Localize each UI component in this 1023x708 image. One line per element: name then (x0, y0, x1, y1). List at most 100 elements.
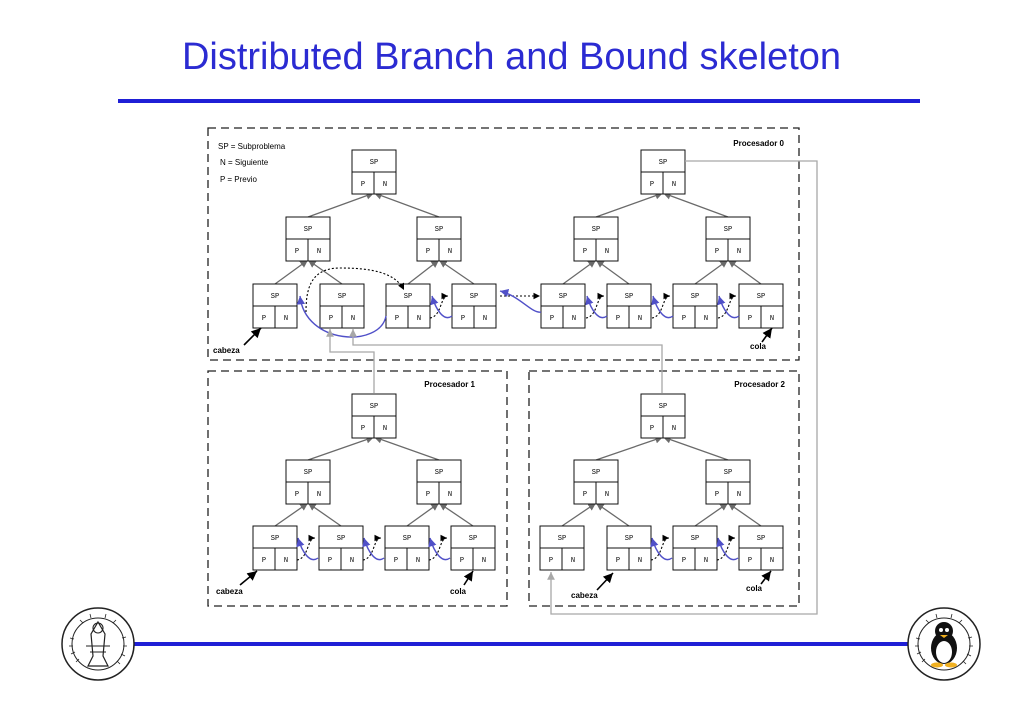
node-sp-label: SP (757, 293, 765, 301)
remote-link-p1 (326, 329, 375, 393)
node-sp-label: SP (559, 293, 567, 301)
linux-penguin-seal-icon (907, 607, 981, 681)
node-n-label: N (284, 557, 288, 565)
node-n-label: N (351, 315, 355, 323)
prev-links (296, 288, 740, 561)
next-link (429, 292, 449, 319)
node-sp-label: SP (724, 226, 732, 234)
procesador-1-label: Procesador 1 (424, 380, 475, 389)
node-sp-label: SP (659, 403, 667, 411)
cola-label: cola (750, 342, 767, 351)
subproblem-node: SP P N (738, 283, 784, 329)
node-sp-label: SP (625, 293, 633, 301)
node-sp-label: SP (370, 159, 378, 167)
next-link (716, 534, 736, 561)
tree-edge (595, 191, 664, 218)
subproblem-node: SP P N (252, 525, 298, 571)
node-sp-label: SP (370, 403, 378, 411)
node-n-label: N (672, 181, 676, 189)
node-sp-label: SP (435, 469, 443, 477)
procesador-0-region (207, 127, 800, 361)
node-sp-label: SP (435, 226, 443, 234)
cola-pointer (760, 570, 772, 585)
tree-edge (274, 259, 309, 285)
node-p-label: P (461, 315, 465, 323)
prev-link (650, 537, 673, 561)
next-link (650, 534, 670, 561)
prev-link (296, 537, 319, 561)
node-n-label: N (704, 557, 708, 565)
tree-edge (373, 192, 440, 218)
prev-link (585, 295, 608, 319)
cabeza-pointer (243, 327, 262, 346)
node-sp-label: SP (757, 535, 765, 543)
tree-edge (307, 259, 343, 285)
remote-link-p0-root (547, 160, 818, 615)
node-sp-label: SP (470, 293, 478, 301)
node-n-label: N (482, 557, 486, 565)
tree-edge (373, 435, 440, 461)
node-p-label: P (583, 491, 587, 499)
node-n-label: N (571, 557, 575, 565)
node-p-label: P (426, 248, 430, 256)
prev-link (651, 295, 674, 319)
footer-divider (128, 642, 908, 646)
node-n-label: N (605, 248, 609, 256)
node-p-label: P (715, 248, 719, 256)
next-link (362, 534, 382, 561)
title-divider (118, 99, 920, 103)
node-p-label: P (329, 315, 333, 323)
prev-link (428, 537, 451, 561)
cabeza-label: cabeza (571, 591, 598, 600)
node-sp-label: SP (724, 469, 732, 477)
node-p-label: P (583, 248, 587, 256)
node-p-label: P (426, 491, 430, 499)
node-sp-label: SP (558, 535, 566, 543)
node-p-label: P (262, 557, 266, 565)
tree-edge (595, 435, 664, 461)
subproblem-nodes: SP P N SP P N SP P N SP P N SP P N SP P N SP P N SP P N SP P N SP P N… (252, 149, 784, 571)
next-link (651, 292, 671, 319)
node-n-label: N (317, 248, 321, 256)
node-p-label: P (748, 315, 752, 323)
node-p-label: P (295, 491, 299, 499)
next-links (296, 267, 737, 561)
tree-edge (307, 192, 375, 218)
prev-link (499, 288, 542, 313)
node-n-label: N (448, 248, 452, 256)
prev-link (430, 295, 453, 319)
tree-edge (406, 502, 440, 527)
procesador-2-label: Procesador 2 (734, 380, 785, 389)
node-p-label: P (650, 425, 654, 433)
node-sp-label: SP (592, 469, 600, 477)
node-n-label: N (383, 181, 387, 189)
remote-link-p2 (349, 329, 663, 393)
node-n-label: N (383, 425, 387, 433)
node-n-label: N (770, 315, 774, 323)
cabeza-label: cabeza (216, 587, 243, 596)
node-p-label: P (550, 315, 554, 323)
procesador-0-label: Procesador 0 (733, 139, 784, 148)
tree-edge (562, 259, 597, 285)
tree-edge (595, 259, 630, 285)
node-sp-label: SP (469, 535, 477, 543)
procesador-1-region (207, 370, 508, 607)
node-sp-label: SP (271, 535, 279, 543)
node-n-label: N (704, 315, 708, 323)
tree-edge (727, 502, 762, 527)
